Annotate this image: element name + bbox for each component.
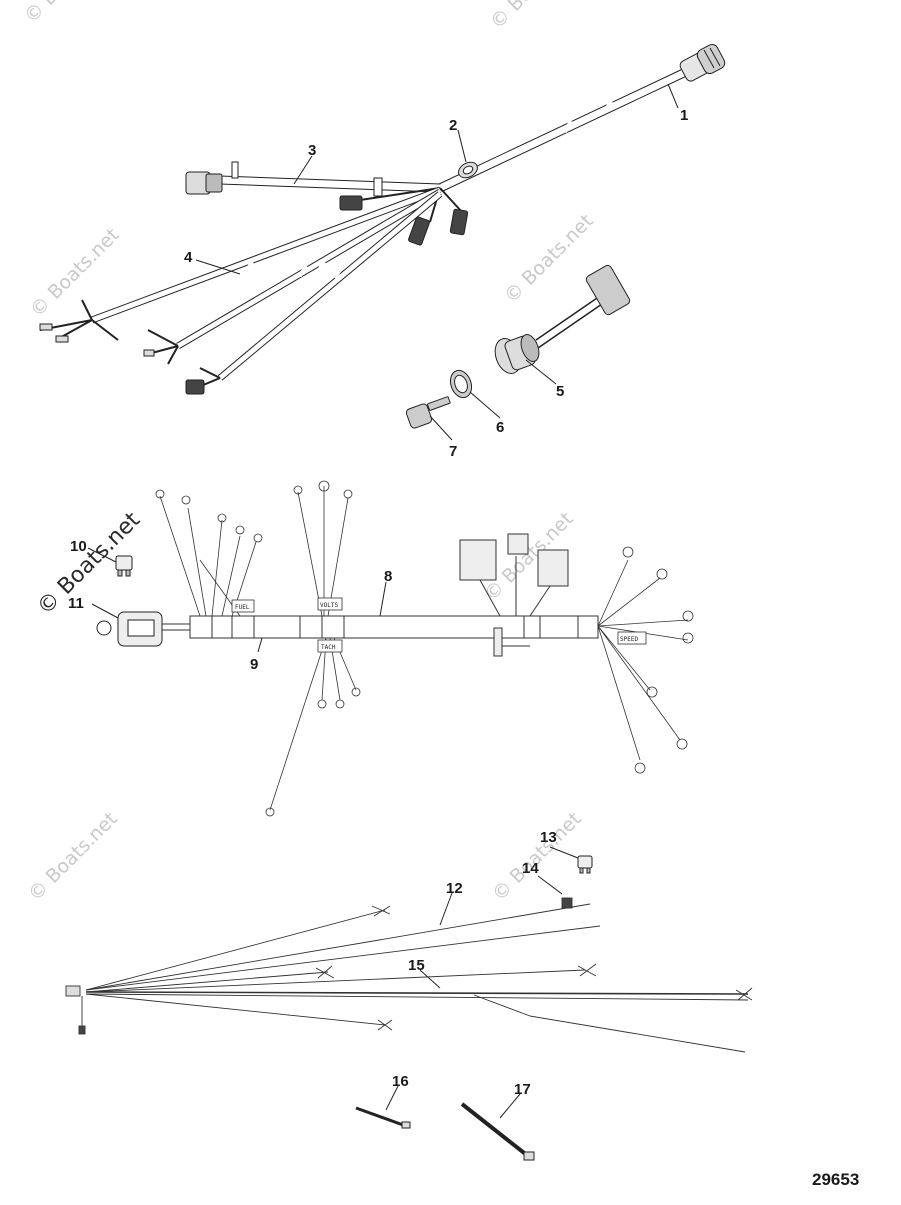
extension-harness <box>65 897 753 1053</box>
fuse <box>115 555 133 577</box>
callout-labels: 1 2 3 4 5 6 7 8 9 10 11 12 13 14 15 16 1… <box>68 107 688 1098</box>
callout-7: 7 <box>449 443 457 460</box>
callout-4: 4 <box>184 249 193 266</box>
harness-tags: FUEL VOLTS TACH SPEED <box>231 597 647 653</box>
wire-fan-right <box>597 546 694 774</box>
cable-ties <box>355 1102 535 1161</box>
sensor-branch <box>185 161 469 246</box>
leader-lines <box>87 83 679 1119</box>
trim-harness-branches <box>39 186 443 395</box>
harness-grommet <box>458 161 478 179</box>
main-engine-harness <box>438 43 726 193</box>
watermark: © Boats.net <box>486 0 584 34</box>
callout-15: 15 <box>408 957 425 974</box>
watermark: © Boats.net <box>20 0 118 28</box>
wire-fan-lower-center <box>265 637 361 817</box>
dash-harness <box>155 480 694 817</box>
fuse-13 <box>577 855 593 874</box>
ignition-switch-connector <box>96 611 163 647</box>
callout-14: 14 <box>522 860 539 877</box>
callout-5: 5 <box>556 383 564 400</box>
callout-13: 13 <box>540 829 557 846</box>
diagram-number: 29653 <box>812 1170 860 1189</box>
tag-volts: VOLTS <box>320 602 338 609</box>
ignition-key-switch <box>494 264 631 374</box>
watermarks: © Boats.net © Boats.net © Boats.net © Bo… <box>20 0 598 906</box>
switch-nut <box>449 369 473 399</box>
tag-fuel: FUEL <box>235 604 250 611</box>
tag-speed: SPEED <box>620 636 638 643</box>
watermark: © Boats.net <box>24 808 122 906</box>
wire-fan-upper-left <box>155 489 263 617</box>
watermark: © Boats.net <box>26 224 124 322</box>
ignition-key <box>405 396 451 429</box>
callout-3: 3 <box>308 142 316 159</box>
callout-10: 10 <box>70 538 87 555</box>
connectors-upper-right <box>459 533 569 617</box>
tag-tach: TACH <box>321 644 336 651</box>
callout-2: 2 <box>449 117 457 134</box>
callout-9: 9 <box>250 656 258 673</box>
callout-12: 12 <box>446 880 463 897</box>
callout-6: 6 <box>496 419 504 436</box>
watermark: © Boats.net <box>488 808 586 906</box>
wire-fan-upper-center <box>293 480 353 617</box>
callout-8: 8 <box>384 568 392 585</box>
callout-16: 16 <box>392 1073 409 1090</box>
callout-1: 1 <box>680 107 688 124</box>
callout-11: 11 <box>68 595 84 612</box>
fuse-holder-lower <box>493 627 530 657</box>
watermark: © Boats.net <box>500 210 598 308</box>
callout-17: 17 <box>514 1081 531 1098</box>
